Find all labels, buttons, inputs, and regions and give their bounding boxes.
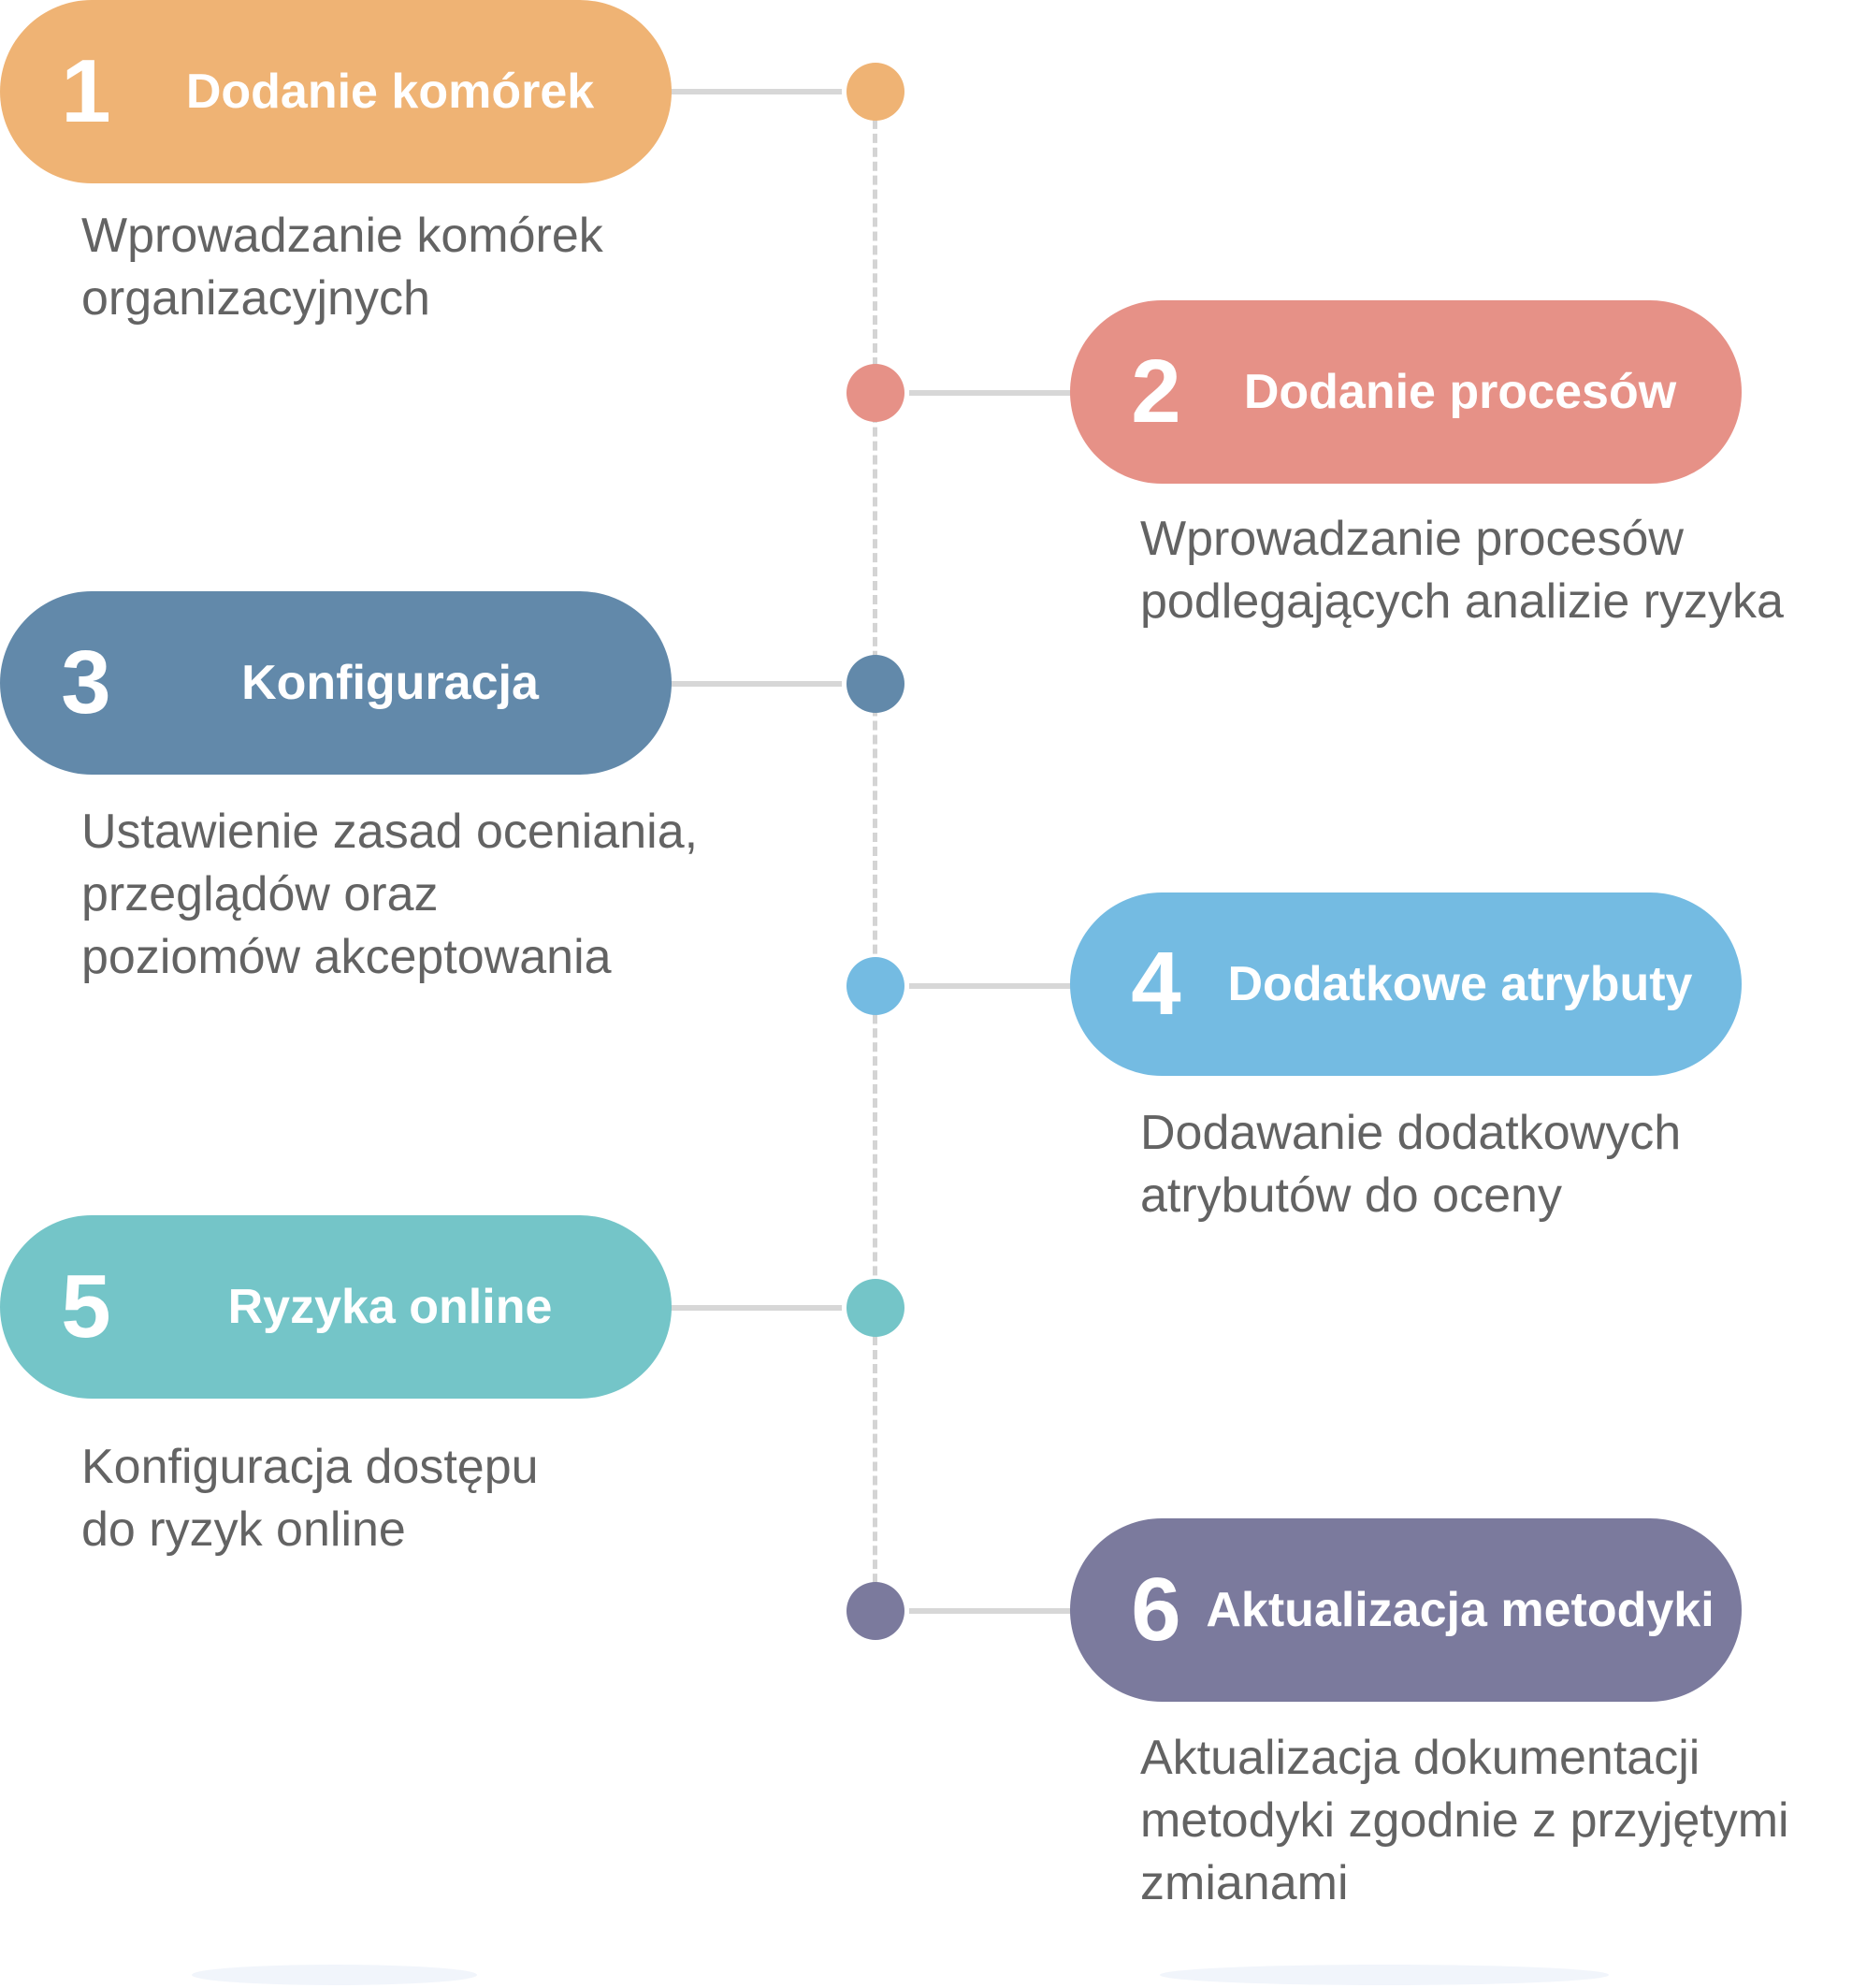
step-description: Wprowadzanie komórek organizacyjnych: [81, 205, 603, 330]
step-description-line: Wprowadzanie komórek: [81, 209, 603, 263]
step-number: 6: [1131, 1560, 1181, 1660]
step-description-line: organizacyjnych: [81, 271, 430, 326]
step-description-line: przeglądów oraz: [81, 867, 439, 921]
step-connector-line: [909, 1608, 1074, 1614]
step-number: 4: [1131, 934, 1181, 1034]
step-number: 2: [1131, 341, 1181, 442]
step-title: Dodanie procesów: [1243, 365, 1677, 419]
step-connector-line: [670, 1305, 842, 1311]
step-pill-4: 4 Dodatkowe atrybuty: [1070, 892, 1742, 1076]
step-description: Dodawanie dodatkowych atrybutów do oceny: [1140, 1102, 1681, 1227]
step-title: Konfiguracja: [241, 656, 539, 710]
step-description-line: poziomów akceptowania: [81, 930, 612, 984]
step-description-line: Konfiguracja dostępu: [81, 1440, 539, 1494]
step-description-line: do ryzyk online: [81, 1502, 406, 1557]
step-pill-5: 5 Ryzyka online: [0, 1215, 672, 1399]
decorative-shadow: [1160, 1965, 1609, 1985]
step-number: 1: [61, 41, 111, 141]
step-description: Ustawienie zasad oceniania, przeglądów or…: [81, 801, 698, 989]
step-connector-line: [670, 89, 842, 94]
step-pill-2: 2 Dodanie procesów: [1070, 300, 1742, 484]
timeline-dot-1: [846, 63, 904, 121]
step-description-line: Dodawanie dodatkowych: [1140, 1106, 1682, 1160]
step-pill-1: 1 Dodanie komórek: [0, 0, 672, 183]
step-pill-6: 6 Aktualizacja metodyki: [1070, 1518, 1742, 1702]
step-description-line: metodyki zgodnie z przyjętymi: [1140, 1793, 1789, 1848]
step-description: Wprowadzanie procesów podlegających anali…: [1140, 508, 1784, 633]
timeline-dot-3: [846, 655, 904, 713]
decorative-shadow: [192, 1965, 477, 1985]
step-connector-line: [670, 681, 842, 687]
step-description-line: Wprowadzanie procesów: [1140, 512, 1684, 566]
step-description-line: podlegających analizie ryzyka: [1140, 574, 1784, 629]
step-description-line: Aktualizacja dokumentacji: [1140, 1731, 1700, 1785]
timeline-dot-2: [846, 364, 904, 422]
step-description-line: zmianami: [1140, 1856, 1349, 1910]
step-number: 5: [61, 1256, 111, 1357]
timeline-dot-4: [846, 957, 904, 1015]
step-number: 3: [61, 632, 111, 733]
step-title: Ryzyka online: [227, 1280, 553, 1334]
step-connector-line: [909, 390, 1074, 396]
timeline-dot-6: [846, 1582, 904, 1640]
step-connector-line: [909, 983, 1074, 989]
step-title: Dodatkowe atrybuty: [1227, 957, 1693, 1011]
step-pill-3: 3 Konfiguracja: [0, 591, 672, 775]
timeline-dot-5: [846, 1279, 904, 1337]
step-description-line: atrybutów do oceny: [1140, 1168, 1562, 1223]
step-title: Aktualizacja metodyki: [1206, 1583, 1715, 1637]
timeline-dashed-line: [873, 92, 877, 1611]
step-description: Aktualizacja dokumentacji metodyki zgodni…: [1140, 1727, 1789, 1915]
step-description-line: Ustawienie zasad oceniania,: [81, 805, 699, 859]
step-title: Dodanie komórek: [185, 65, 595, 119]
step-description: Konfiguracja dostępu do ryzyk online: [81, 1436, 539, 1561]
